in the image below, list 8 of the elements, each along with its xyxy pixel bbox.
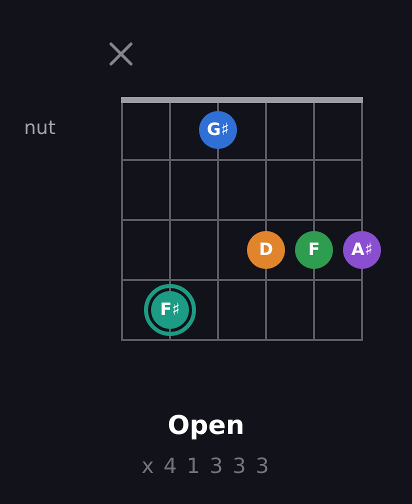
note-marker: A♯ [343,231,381,269]
note-marker: D [247,231,285,269]
note-marker: G♯ [199,111,237,149]
fingering-text: x 4 1 3 3 3 [141,454,271,478]
note-marker: F [295,231,333,269]
root-note-marker: F♯ [144,284,196,336]
nut-label: nut [24,117,56,139]
chord-name: Open [168,411,244,441]
